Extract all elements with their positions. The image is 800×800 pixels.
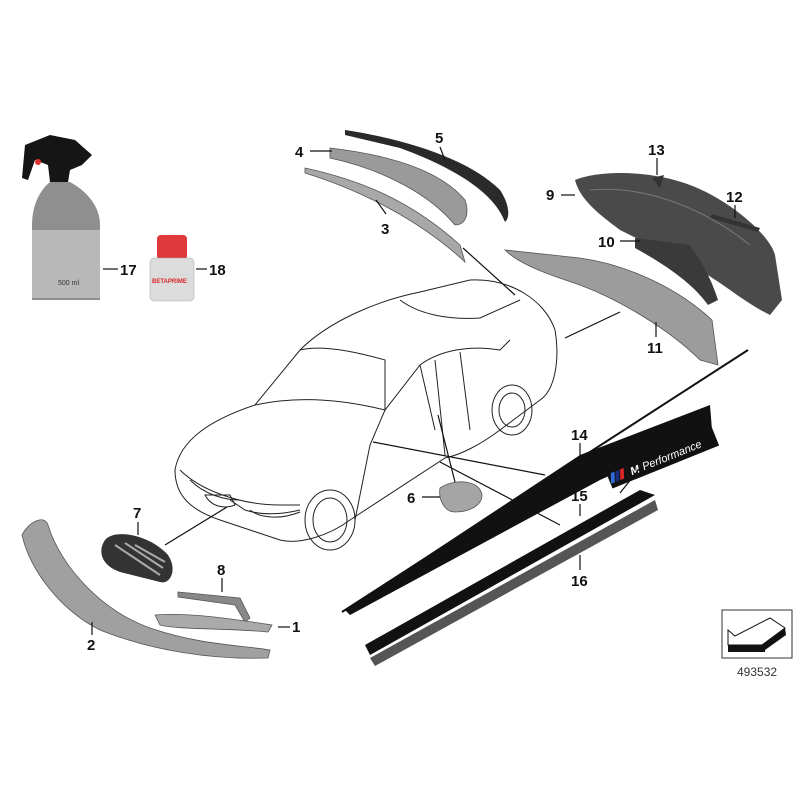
callout-6[interactable]: 6 [407, 490, 415, 507]
callout-16[interactable]: 16 [571, 573, 588, 590]
part-6-mirror-cap[interactable] [439, 481, 483, 513]
callout-13[interactable]: 13 [648, 142, 665, 159]
part-16-side-skirt[interactable] [370, 500, 658, 666]
reference-box: 493532 [721, 609, 793, 679]
callout-15[interactable]: 15 [571, 488, 588, 505]
stripe-line [341, 349, 749, 613]
leader-lines [91, 146, 736, 635]
callout-3[interactable]: 3 [381, 221, 389, 238]
callout-18[interactable]: 18 [209, 262, 226, 279]
callout-9[interactable]: 9 [546, 187, 554, 204]
callout-1[interactable]: 1 [292, 619, 300, 636]
part-7-kidney-grille[interactable] [101, 534, 173, 583]
part-11-diffuser[interactable] [503, 249, 719, 366]
part-1-front-splitter-side[interactable] [154, 613, 273, 633]
callout-numbers: 1 2 3 4 5 6 7 8 9 10 11 12 13 14 15 16 1… [87, 130, 743, 654]
part-15-sill-stripe[interactable] [365, 490, 655, 655]
callout-4[interactable]: 4 [295, 144, 304, 161]
callout-14[interactable]: 14 [571, 427, 588, 444]
bottle-volume-label: 500 ml [58, 280, 79, 287]
part-13-emblem[interactable] [652, 175, 664, 188]
callout-2[interactable]: 2 [87, 637, 95, 654]
part-14-side-stripe[interactable] [345, 405, 712, 615]
callout-11[interactable]: 11 [647, 340, 663, 357]
callout-10[interactable]: 10 [598, 234, 615, 251]
car-outline [174, 279, 558, 551]
part-4-spoiler-lip[interactable] [329, 147, 468, 226]
part-5-rear-spoiler[interactable] [345, 130, 509, 222]
part-17-cleaner-spray-bottle[interactable]: 500 ml [22, 135, 100, 300]
part-3-trunk-trim[interactable] [304, 167, 466, 264]
callout-17[interactable]: 17 [120, 262, 137, 279]
callout-5[interactable]: 5 [435, 130, 443, 147]
callout-8[interactable]: 8 [217, 562, 225, 579]
callout-12[interactable]: 12 [726, 189, 743, 206]
arrow-pointer-icon [727, 617, 786, 652]
part-18-primer-bottle[interactable]: BETAPRIME [149, 235, 195, 302]
diagram-id: 493532 [737, 665, 777, 679]
primer-logo: BETAPRIME [152, 279, 187, 285]
part-12-trim-strip[interactable] [710, 214, 760, 232]
part-10-diffuser-insert[interactable] [635, 238, 718, 305]
part-2-front-lip[interactable] [21, 519, 271, 659]
callout-7[interactable]: 7 [133, 505, 141, 522]
